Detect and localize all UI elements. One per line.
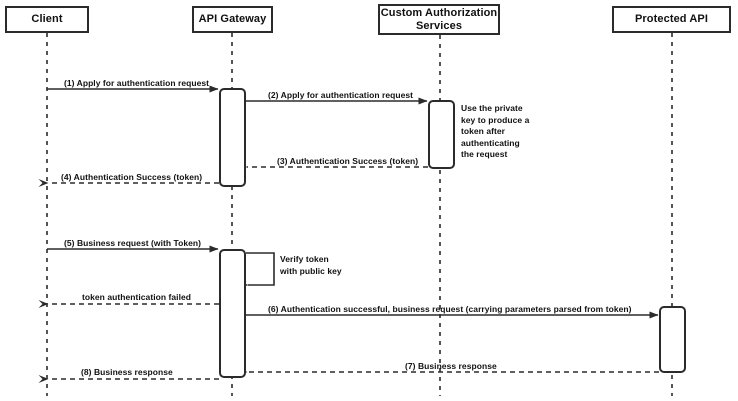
activation-protected-api[interactable]	[659, 306, 686, 373]
participant-custom-authorization-services[interactable]: Custom Authorization Services	[378, 4, 500, 35]
note-private-key-line-4: authenticating	[461, 137, 520, 148]
note-private-key-line-5: the request	[461, 149, 508, 159]
participant-client-label: Client	[31, 13, 63, 25]
message-label-self-verify-token-line-2: with public key	[280, 266, 342, 276]
activation-api-gateway-business[interactable]	[219, 249, 246, 378]
participant-custom-authorization-services-label: Custom Authorization Services	[380, 6, 498, 32]
message-label-8: (8) Business response	[81, 367, 173, 377]
message-arrow-self-verify-token	[239, 252, 275, 289]
message-label-6: (6) Authentication successful, business …	[268, 304, 632, 314]
note-private-key-line-1: Use the private	[461, 103, 523, 113]
participant-api-gateway-label: API Gateway	[198, 13, 267, 25]
message-label-3: (3) Authentication Success (token)	[277, 156, 419, 166]
message-label-self-verify-token-line-1: Verify token	[280, 254, 329, 264]
participant-protected-api-label: Protected API	[634, 13, 709, 25]
participant-protected-api[interactable]: Protected API	[612, 6, 731, 33]
message-label-token-authentication-failed: token authentication failed	[82, 292, 192, 302]
activation-custom-authorization-services[interactable]	[428, 100, 455, 169]
message-arrows	[38, 85, 659, 383]
note-private-key-line-2: key to produce a	[461, 114, 530, 125]
lifelines	[46, 33, 673, 396]
message-label-5: (5) Business request (with Token)	[64, 238, 202, 248]
activation-api-gateway-auth[interactable]	[219, 88, 246, 187]
message-label-4: (4) Authentication Success (token)	[61, 172, 203, 182]
participant-api-gateway[interactable]: API Gateway	[192, 6, 273, 33]
note-private-key-line-3: token after	[461, 126, 506, 136]
note-private-key: Use the private key to produce a token a…	[461, 103, 541, 161]
message-label-2: (2) Apply for authentication request	[268, 90, 414, 100]
message-label-7: (7) Business response	[405, 361, 497, 371]
participant-client[interactable]: Client	[5, 6, 89, 33]
message-label-1: (1) Apply for authentication request	[64, 78, 210, 88]
message-label-self-verify-token: Verify token with public key	[280, 253, 342, 277]
